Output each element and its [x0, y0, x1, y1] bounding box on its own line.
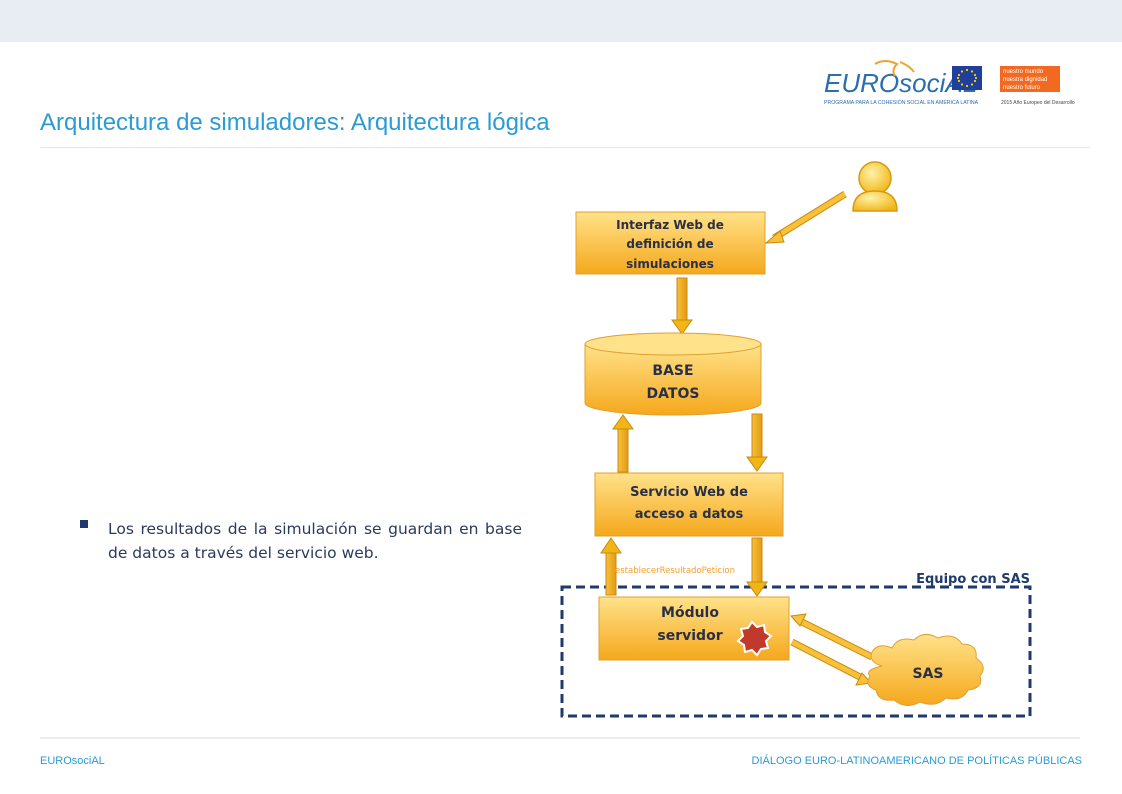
footer-divider	[40, 737, 1080, 739]
badge-icon	[1000, 66, 1060, 92]
servicio-line-1: Servicio Web de	[630, 485, 748, 500]
process-burst-icon	[736, 620, 773, 657]
establecer-resultado-label: establecerResultadoPeticion	[615, 566, 735, 576]
arrow-modulo-to-sas	[790, 638, 873, 686]
database-icon: BASE DATOS	[584, 332, 762, 416]
badge-line-3: nuestro futuro	[1003, 85, 1041, 91]
modulo-line-2: servidor	[657, 628, 722, 644]
db-line-2: DATOS	[647, 386, 700, 402]
eurosocial-logo: EUROsociAL PROGRAMA PARA LA COHESIÓN SOC…	[824, 60, 1075, 106]
interfaz-line-1: Interfaz Web de	[616, 218, 724, 232]
servicio-line-2: acceso a datos	[635, 507, 744, 522]
interfaz-line-3: simulaciones	[626, 257, 714, 271]
sas-cloud: SAS	[867, 634, 984, 706]
arrow-sas-to-modulo	[789, 613, 874, 661]
interfaz-line-2: definición de	[626, 237, 713, 251]
title-divider	[40, 147, 1090, 148]
footer-brand: EUROsociAL	[40, 755, 105, 767]
arrow-user-to-interfaz	[764, 191, 847, 244]
arrow-db-to-servicio	[746, 413, 768, 472]
logo-tagline: PROGRAMA PARA LA COHESIÓN SOCIAL EN AMÉR…	[824, 99, 979, 106]
page-title: Arquitectura de simuladores: Arquitectur…	[40, 109, 550, 136]
bullet-text: Los resultados de la simulación se guard…	[108, 520, 522, 562]
badge-line-1: nuestro mundo	[1003, 69, 1044, 75]
bullet-marker-icon	[80, 520, 88, 528]
badge-line-2: nuestra dignidad	[1003, 77, 1047, 83]
arrow-modulo-to-servicio	[600, 537, 622, 596]
db-line-1: BASE	[652, 363, 693, 379]
equipo-sas-group	[560, 585, 1032, 718]
footer-tagline: DIÁLOGO EURO-LATINOAMERICANO DE POLÍTICA…	[751, 755, 1082, 767]
arrow-servicio-to-modulo	[746, 537, 768, 597]
servicio-web-box: Servicio Web de acceso a datos	[594, 472, 784, 537]
modulo-line-1: Módulo	[661, 605, 719, 621]
user-icon	[852, 161, 898, 212]
arrow-servicio-to-db	[612, 414, 634, 473]
logo-brand-text: EUROsociAL	[824, 68, 977, 98]
top-bar	[0, 0, 1122, 42]
equipo-sas-label: Equipo con SAS	[916, 572, 1030, 587]
interfaz-web-box: Interfaz Web de definición de simulacion…	[575, 211, 766, 275]
sas-label: SAS	[912, 666, 943, 682]
arrow-interfaz-to-db	[671, 277, 693, 335]
badge-caption: 2015 Año Europeo del Desarrollo	[1001, 100, 1075, 106]
